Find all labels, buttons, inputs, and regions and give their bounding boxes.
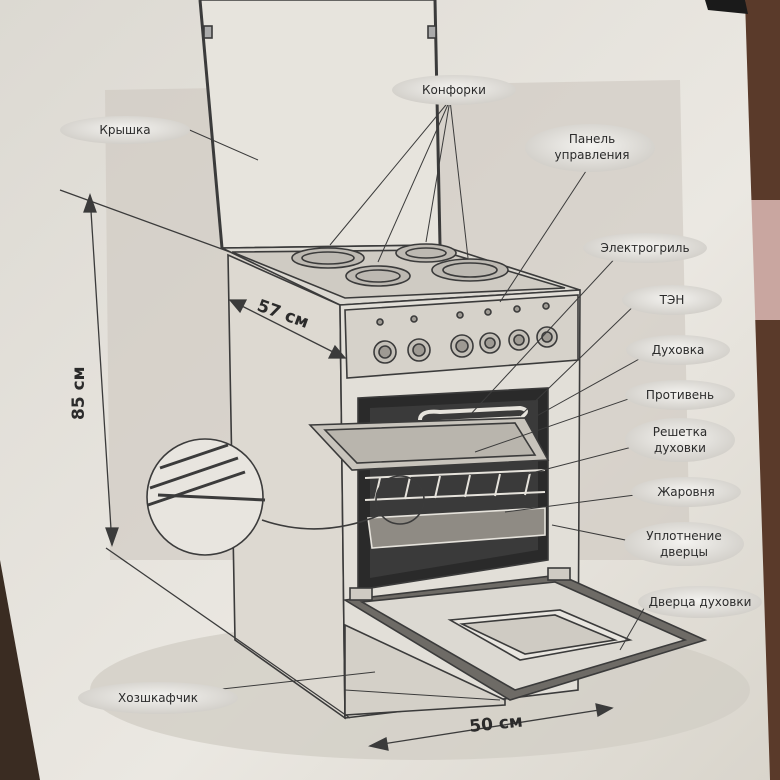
label-roasting-pan: Жаровня (631, 477, 741, 507)
label-burners: Конфорки (392, 75, 516, 105)
roasting-pan (367, 507, 546, 549)
svg-text:Уплотнение: Уплотнение (646, 529, 721, 543)
svg-text:Хозшкафчик: Хозшкафчик (118, 691, 198, 705)
label-lid: Крышка (60, 116, 190, 144)
svg-text:Решетка: Решетка (653, 425, 708, 439)
svg-text:Дверца духовки: Дверца духовки (649, 595, 752, 609)
label-control-panel: Панель управления (525, 124, 655, 172)
burners-group (291, 243, 509, 287)
svg-text:духовки: духовки (654, 441, 706, 455)
label-heating-element: ТЭН (622, 285, 722, 315)
svg-text:Жаровня: Жаровня (657, 485, 714, 499)
leader-lines (184, 99, 651, 693)
lid (199, 0, 441, 249)
svg-text:Панель: Панель (569, 132, 615, 146)
label-oven: Духовка (626, 335, 730, 365)
dimension-height (59, 189, 231, 547)
svg-text:Электрогриль: Электрогриль (600, 241, 689, 255)
stove (198, 0, 708, 720)
svg-text:управления: управления (555, 148, 630, 162)
svg-text:Противень: Противень (646, 388, 714, 402)
label-baking-tray: Противень (625, 380, 735, 410)
svg-text:Конфорки: Конфорки (422, 83, 486, 97)
svg-text:Духовка: Духовка (652, 343, 705, 357)
svg-text:Крышка: Крышка (99, 123, 150, 137)
label-oven-door: Дверца духовки (638, 586, 762, 618)
dimension-height-label: 85 см (69, 366, 89, 420)
rack-detail-zoom (146, 438, 425, 556)
indicator-lights (376, 302, 550, 326)
dimension-depth (228, 299, 347, 359)
svg-text:ТЭН: ТЭН (659, 293, 685, 307)
page-corner-mark (705, 0, 748, 14)
control-knobs (373, 326, 558, 364)
label-oven-rack: Решетка духовки (625, 418, 735, 462)
label-electric-grill: Электрогриль (583, 233, 707, 263)
svg-text:дверцы: дверцы (660, 545, 708, 559)
dimension-width (105, 547, 614, 751)
label-door-seal: Уплотнение дверцы (624, 522, 744, 566)
label-storage-drawer: Хозшкафчик (78, 682, 238, 714)
